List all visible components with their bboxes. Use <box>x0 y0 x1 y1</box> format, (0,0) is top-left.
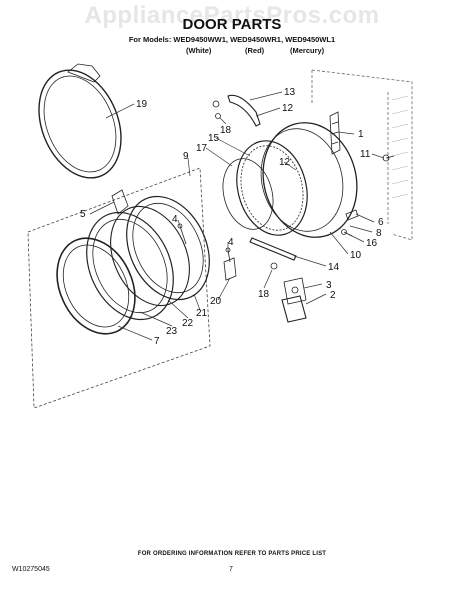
part-21-glass <box>110 205 190 307</box>
leader-lines <box>89 91 385 341</box>
callout-12-lower: 12 <box>279 157 291 168</box>
callout-2: 2 <box>330 290 336 301</box>
part-12-outer-door <box>260 122 358 238</box>
callout-6: 6 <box>378 217 384 228</box>
part-18-screw-lower <box>270 262 278 270</box>
callout-21: 21 <box>196 308 208 319</box>
part-2-strike <box>281 295 307 323</box>
callout-18-lower: 18 <box>258 289 270 300</box>
ordering-note: FOR ORDERING INFORMATION REFER TO PARTS … <box>137 551 327 557</box>
callout-17: 17 <box>196 143 208 154</box>
part-15-gasket <box>236 140 308 236</box>
cabinet-front-panel <box>311 69 413 241</box>
callout-13: 13 <box>284 87 296 98</box>
site-watermark: AppliancePartsPros.com <box>84 2 380 29</box>
callout-3: 3 <box>326 280 332 291</box>
callout-4-lower: 4 <box>228 237 234 248</box>
part-4-screw-a <box>177 223 187 245</box>
part-19-door-seal <box>38 63 122 179</box>
callout-19: 19 <box>136 99 148 110</box>
callout-7: 7 <box>154 336 160 347</box>
part-5-bracket <box>111 189 129 215</box>
part-23-middle-ring <box>86 211 174 321</box>
callout-1: 1 <box>358 129 364 140</box>
callout-22: 22 <box>182 318 194 329</box>
part-6-latch <box>345 209 359 221</box>
callout-9: 9 <box>183 151 189 162</box>
part-22-inner-ring <box>126 195 210 301</box>
callout-14: 14 <box>328 262 340 273</box>
callout-16: 16 <box>366 238 378 249</box>
callout-23: 23 <box>166 326 178 337</box>
callout-20: 20 <box>210 296 222 307</box>
part-20-hinge-cover <box>223 257 237 281</box>
page-title: DOOR PARTS <box>182 16 282 33</box>
part-17-glass-trim <box>222 158 274 230</box>
model-list: For Models: WED9450WW1, WED9450WR1, WED9… <box>128 35 336 44</box>
document-number: W10275045 <box>12 566 50 573</box>
callout-4-upper: 4 <box>172 214 178 225</box>
callout-8: 8 <box>376 228 382 239</box>
part-18-screw-upper <box>212 100 221 119</box>
callout-15: 15 <box>208 133 220 144</box>
part-3-latch-housing <box>283 277 307 305</box>
door-assembly-outline <box>27 167 211 409</box>
callout-5: 5 <box>80 209 86 220</box>
color-label-white: (White) <box>186 46 212 55</box>
callout-11: 11 <box>360 149 371 160</box>
callout-labels: 19 13 12 18 1 15 17 9 12 11 5 4 6 8 16 1… <box>80 87 384 347</box>
callout-10: 10 <box>350 250 362 261</box>
color-label-red: (Red) <box>245 46 265 55</box>
page-number: 7 <box>229 566 233 573</box>
color-label-mercury: (Mercury) <box>290 46 325 55</box>
part-14-strip <box>249 237 297 261</box>
callout-12-upper: 12 <box>282 103 294 114</box>
part-13-handle <box>227 94 261 127</box>
callout-18-upper: 18 <box>220 125 232 136</box>
cabinet-front-hatch <box>391 95 409 199</box>
part-7-outer-ring <box>56 237 136 335</box>
